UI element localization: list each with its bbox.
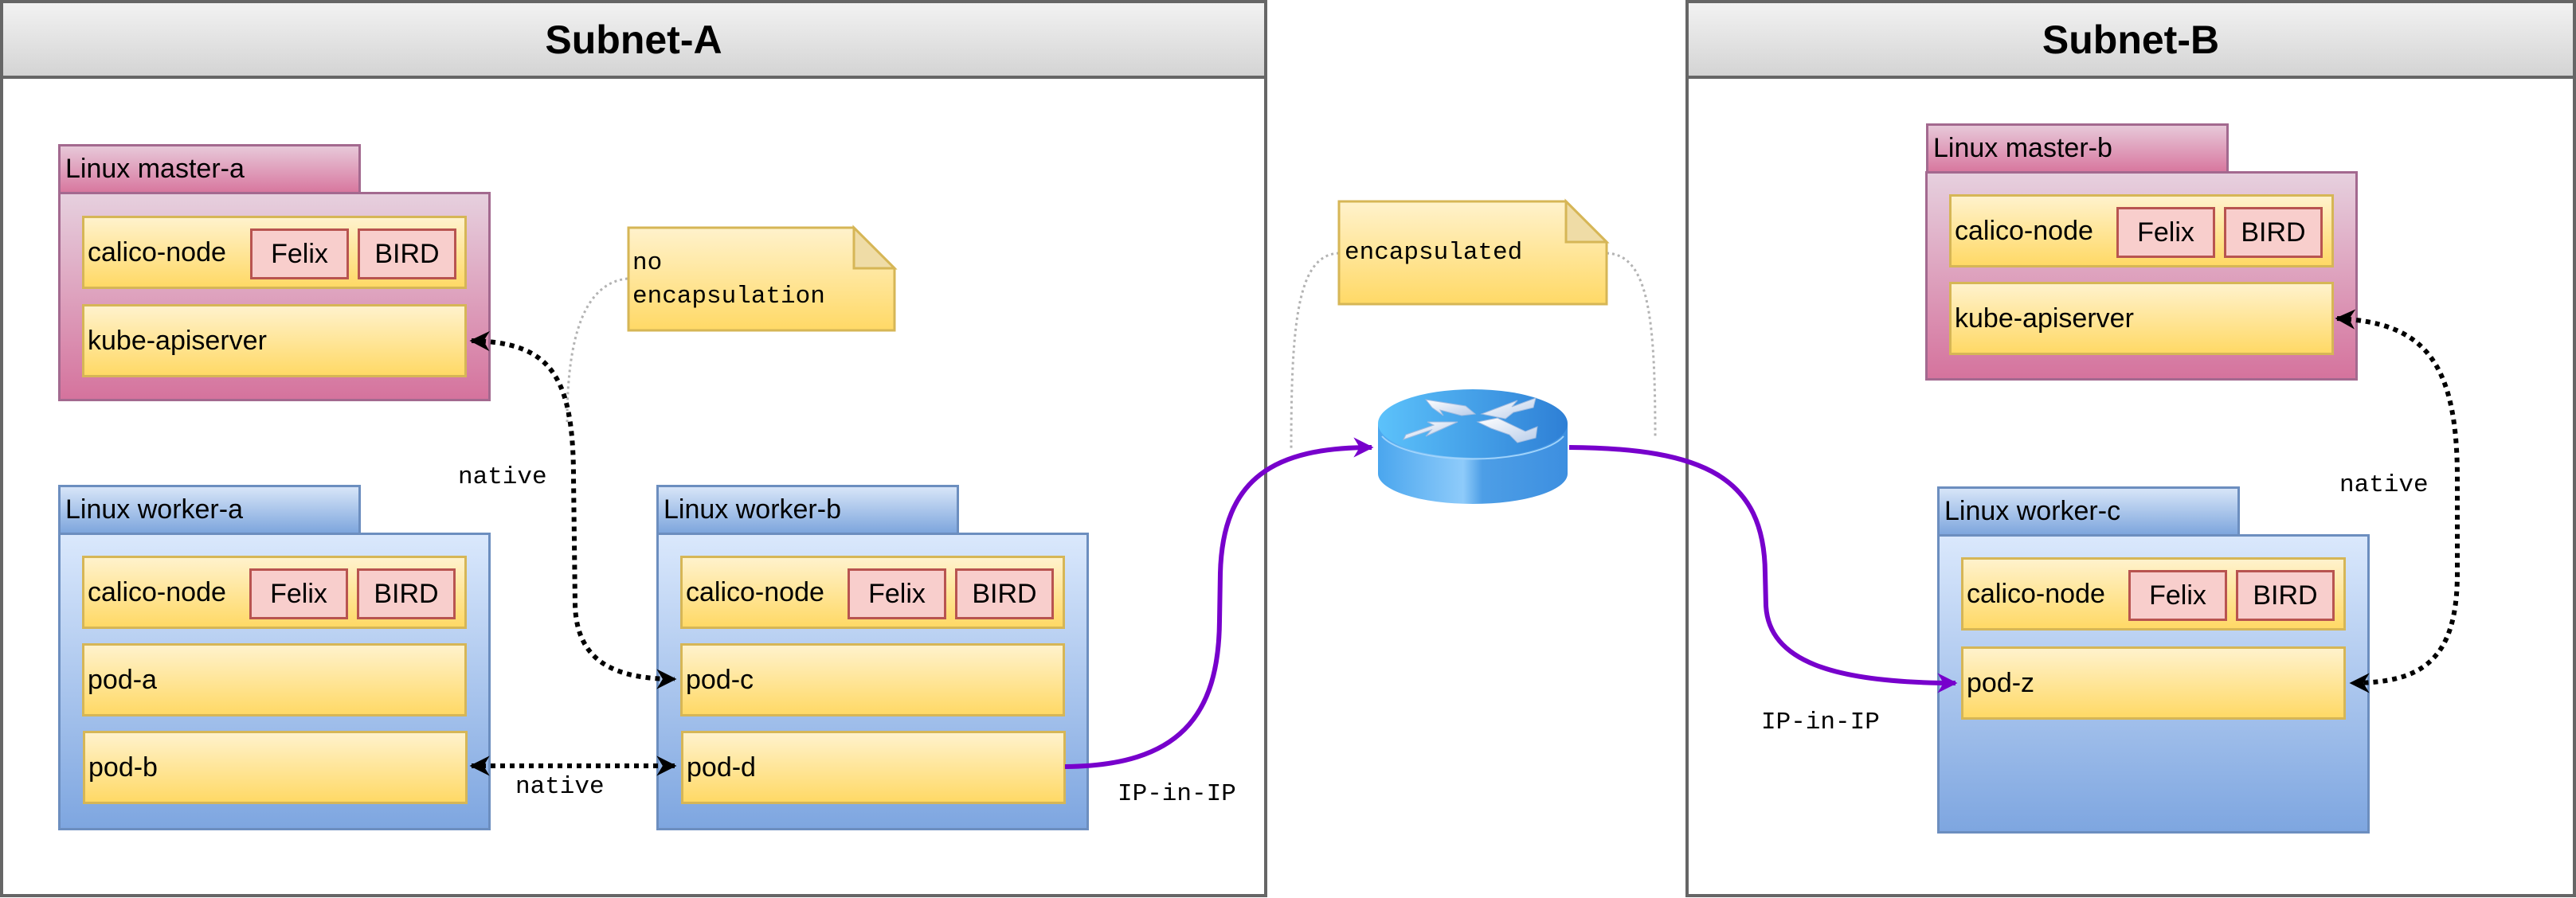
note-encapsulated: [1337, 198, 1610, 306]
felix-badge: Felix: [250, 228, 349, 279]
host-label: Linux worker-c: [1937, 486, 2240, 537]
pod-c[interactable]: pod-c: [680, 643, 1065, 716]
ipip-edge-pod-d-router: [1064, 437, 1374, 769]
note-no-encapsulation: [627, 224, 898, 332]
pod-d[interactable]: pod-d: [681, 731, 1066, 804]
calico-node-label: calico-node: [88, 576, 226, 607]
native-edge-master-b-pod-z: [2335, 309, 2460, 693]
host-label: Linux master-b: [1926, 123, 2229, 174]
note-encapsulated-text: encapsulated: [1345, 239, 1523, 267]
subnet-a-title: Subnet-A: [3, 3, 1264, 79]
host-label: Linux worker-b: [656, 485, 959, 535]
felix-badge: Felix: [249, 568, 348, 619]
ipip-edge-router-pod-z: [1568, 445, 1958, 693]
kube-apiserver[interactable]: kube-apiserver: [1949, 282, 2334, 355]
edge-label-native: native: [2339, 471, 2429, 499]
kube-apiserver[interactable]: kube-apiserver: [82, 304, 467, 377]
calico-node-label: calico-node: [1967, 578, 2105, 609]
felix-badge: Felix: [848, 568, 946, 619]
bird-badge: BIRD: [2224, 207, 2323, 258]
calico-node-label: calico-node: [88, 236, 226, 267]
edge-label-ip-in-ip: IP-in-IP: [1118, 780, 1236, 808]
edge-label-ip-in-ip: IP-in-IP: [1761, 709, 1880, 736]
calico-node-label: calico-node: [686, 576, 824, 607]
pod-a[interactable]: pod-a: [82, 643, 467, 716]
bird-badge: BIRD: [358, 228, 456, 279]
pod-z[interactable]: pod-z: [1961, 646, 2346, 720]
note-link: [566, 277, 628, 423]
note-link: [1290, 252, 1340, 449]
bird-badge: BIRD: [955, 568, 1054, 619]
edge-label-native: native: [515, 773, 605, 801]
host-label: Linux worker-a: [58, 485, 361, 535]
felix-badge: Felix: [2128, 570, 2227, 621]
felix-badge: Felix: [2116, 207, 2215, 258]
bird-badge: BIRD: [2236, 570, 2335, 621]
native-edge-master-a-pod-c: [469, 330, 677, 689]
bird-badge: BIRD: [357, 568, 456, 619]
host-label: Linux master-a: [58, 144, 361, 194]
calico-node-label: calico-node: [1955, 215, 2093, 246]
subnet-b-title: Subnet-B: [1689, 3, 2573, 79]
edge-label-native: native: [458, 463, 547, 491]
router-icon[interactable]: [1378, 389, 1568, 504]
pod-b[interactable]: pod-b: [83, 731, 468, 804]
note-link: [1606, 252, 1657, 439]
note-no-encapsulation-text: no encapsulation: [632, 249, 825, 310]
